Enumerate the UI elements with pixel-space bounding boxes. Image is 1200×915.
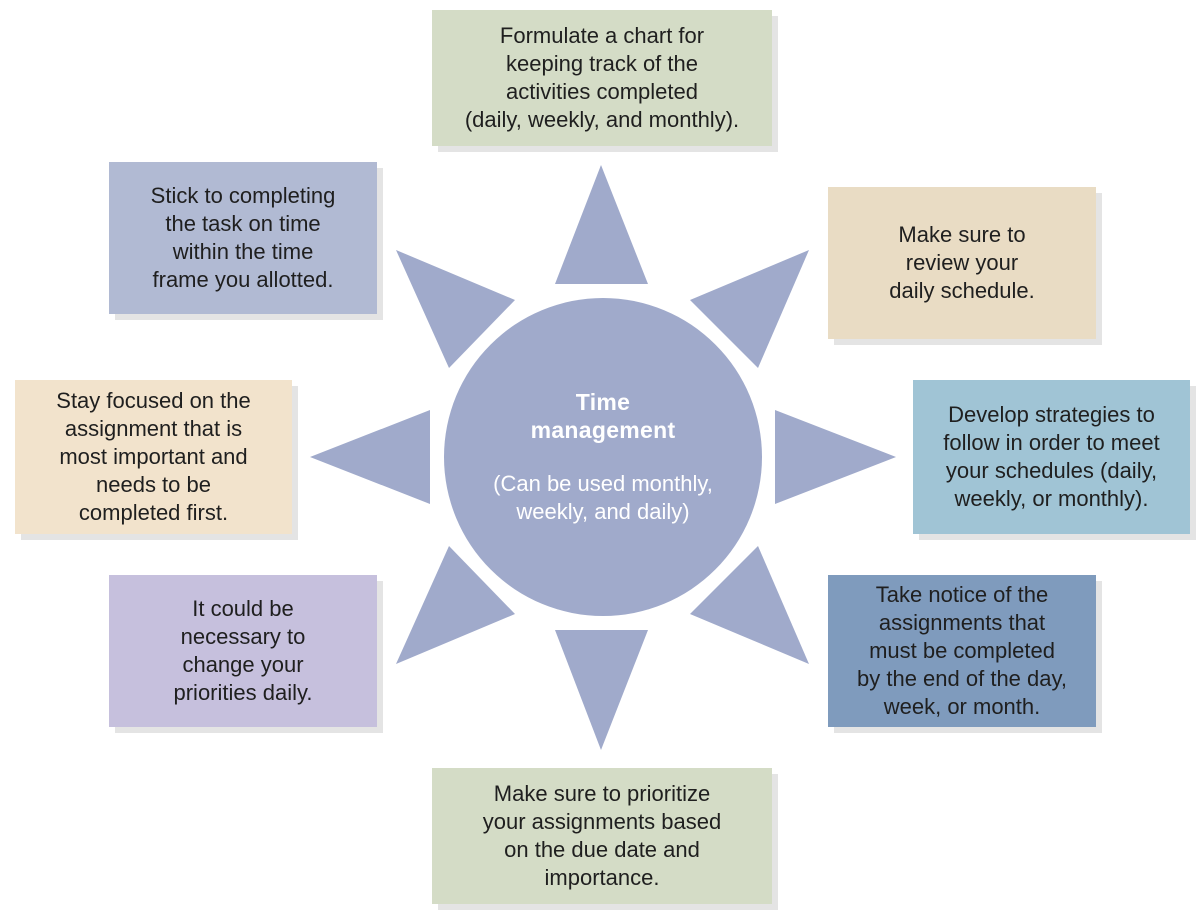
ray-right <box>775 410 896 504</box>
ray-left <box>310 410 430 504</box>
tip-box-change-priorities: It could be necessary to change your pri… <box>109 575 377 727</box>
ray-bottom <box>555 630 648 750</box>
ray-bottom-left <box>396 546 515 664</box>
tip-box-stay-focused: Stay focused on the assignment that is m… <box>15 380 292 534</box>
ray-top-left <box>396 250 515 368</box>
tip-box-tracking-chart: Formulate a chart for keeping track of t… <box>432 10 772 146</box>
tip-box-take-notice: Take notice of the assignments that must… <box>828 575 1096 727</box>
tip-box-prioritize: Make sure to prioritize your assignments… <box>432 768 772 904</box>
ray-bottom-right <box>690 546 809 664</box>
hub-title: Time management <box>530 389 676 443</box>
tip-box-develop-strategies: Develop strategies to follow in order to… <box>913 380 1190 534</box>
hub-subtitle: (Can be used monthly, weekly, and daily) <box>493 471 713 524</box>
tip-box-stick-to-schedule: Stick to completing the task on time wit… <box>109 162 377 314</box>
tip-box-review-schedule: Make sure to review your daily schedule. <box>828 187 1096 339</box>
ray-top <box>555 165 648 284</box>
time-management-hub: Time management (Can be used monthly, we… <box>444 298 762 616</box>
ray-top-right <box>690 250 809 368</box>
